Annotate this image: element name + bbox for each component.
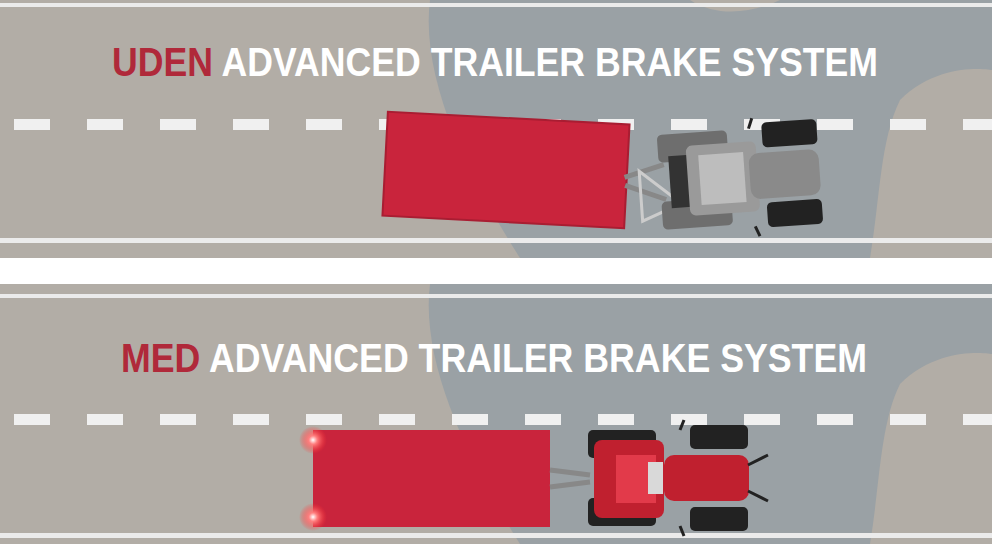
heading-text: ADVANCED TRAILER BRAKE SYSTEM: [209, 336, 867, 380]
road-panel: [0, 0, 992, 258]
tractor-trailer: [382, 112, 823, 245]
heading-keyword: UDEN: [112, 40, 213, 84]
heading-keyword: MED: [121, 336, 200, 380]
separator: [0, 258, 992, 284]
heading-text: ADVANCED TRAILER BRAKE SYSTEM: [222, 40, 878, 84]
tractor-trailer: [299, 420, 768, 536]
panel-heading: MED ADVANCED TRAILER BRAKE SYSTEM: [121, 338, 867, 378]
panel-heading: UDEN ADVANCED TRAILER BRAKE SYSTEM: [112, 42, 878, 82]
road-panel: [0, 284, 992, 544]
